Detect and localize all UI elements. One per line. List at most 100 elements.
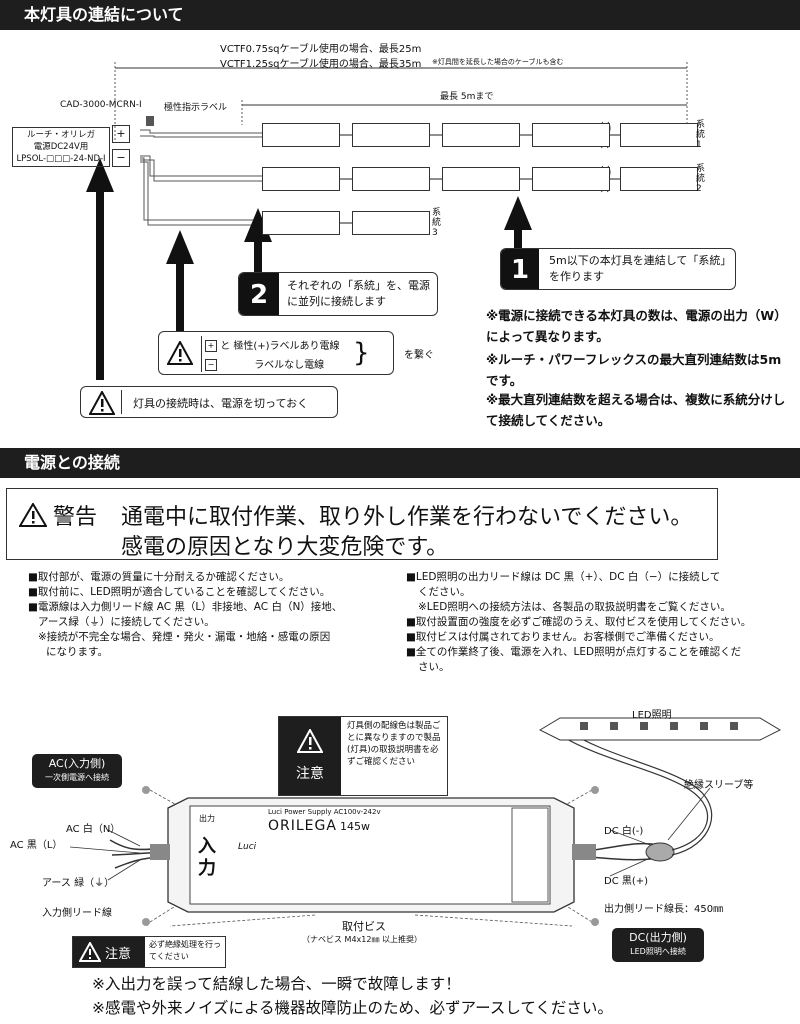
lamp-unit bbox=[352, 167, 430, 191]
divider bbox=[201, 336, 202, 372]
dc-black-label: DC 黒(+) bbox=[604, 876, 649, 887]
step-1-callout: 1 5m以下の本灯具を連結して「系統」を作ります bbox=[500, 248, 736, 290]
bullet-item: ■LED照明の出力リード線は DC 黒（+）、DC 白（−）に接続して bbox=[406, 571, 721, 583]
dc-output-title: DC(出力側) bbox=[629, 931, 687, 944]
insulate-title: 注意 bbox=[105, 947, 132, 962]
warning-triangle-icon bbox=[79, 942, 101, 962]
wire-connection-caution: + と 極性(+)ラベルあり電線 − ラベルなし電線 } bbox=[158, 331, 394, 375]
wire-line-1: + と 極性(+)ラベルあり電線 bbox=[205, 337, 340, 352]
note-1: ※電源に接続できる本灯具の数は、電源の出力（W）によって異なります。 bbox=[486, 308, 787, 344]
psu-voltage: 電源DC24V用 bbox=[33, 142, 89, 152]
psu-plus-terminal: + bbox=[112, 125, 130, 143]
lamp-unit bbox=[442, 167, 520, 191]
warning-triangle-icon bbox=[89, 391, 115, 415]
dc-output-badge: DC(出力側) LED照明へ接続 bbox=[612, 928, 704, 962]
bullet-item: ■取付ビスは付属されておりません。お客様側でご準備ください。 bbox=[406, 631, 720, 643]
note-3: ※最大直列連結数を超える場合は、複数に系統分けして接続してください。 bbox=[486, 392, 786, 428]
section-header-power: 電源との接続 bbox=[0, 448, 800, 478]
wire-line-1-text: と 極性(+)ラベルあり電線 bbox=[220, 341, 340, 352]
bullet-item: さい。 bbox=[418, 661, 450, 673]
lamp-unit bbox=[262, 123, 340, 147]
note-2: ※ルーチ・パワーフレックスの最大直列連結数は5mです。 bbox=[486, 352, 782, 388]
wire-color-caution: 注意 灯具側の配線色は製品ごとに異なりますので製品(灯具)の取扱説明書を必ずご確… bbox=[278, 716, 448, 796]
sleeve-label: 絶縁スリーブ等 bbox=[684, 780, 754, 791]
minus-label-icon: − bbox=[205, 359, 217, 371]
lamp-unit bbox=[620, 123, 698, 147]
wire-connect-text: を繋ぐ bbox=[404, 350, 434, 361]
footer-line-1: ※入出力を誤って結線した場合、一瞬で故障します！ bbox=[92, 975, 461, 993]
warning-box: 警告 通電中に取付作業、取り外し作業を行わないでください。 感電の原因となり大変… bbox=[6, 488, 718, 560]
polarity-label-tag bbox=[146, 116, 154, 126]
warning-line-1: 通電中に取付作業、取り外し作業を行わないでください。 bbox=[121, 505, 693, 530]
section-header-connection: 本灯具の連結について bbox=[0, 0, 800, 30]
psu-wiring-diagram bbox=[69, 717, 782, 927]
psu-brand: ORILEGA bbox=[268, 818, 337, 834]
ac-input-sub: 一次側電源へ接続 bbox=[45, 773, 109, 782]
output-lead-label: 出力側リード線長：450㎜ bbox=[604, 904, 724, 915]
bullet-item: ■取付設置面の強度を必ずご確認のうえ、取付ビスを使用してください。 bbox=[406, 616, 752, 628]
step-1-number: 1 bbox=[501, 249, 539, 289]
max-length-label: 最長 5mまで bbox=[440, 92, 494, 102]
caution-badge: 注意 bbox=[279, 717, 341, 795]
brace: } bbox=[353, 338, 370, 368]
bullet-item: ■取付部が、電源の質量に十分耐えるか確認ください。 bbox=[28, 571, 290, 583]
divider bbox=[121, 390, 122, 414]
cad-label: CAD-3000-MCRN-I bbox=[60, 100, 142, 110]
cable-spec-1: VCTF0.75sqケーブル使用の場合、最長25m bbox=[220, 44, 422, 55]
bullet-item: ■取付前に、LED照明が適合していることを確認してください。 bbox=[28, 586, 331, 598]
psu-name: ルーチ・オリレガ bbox=[26, 130, 95, 140]
warning-triangle-icon bbox=[297, 729, 323, 753]
step-2-callout: 2 それぞれの「系統」を、電源に並列に接続します bbox=[238, 272, 438, 316]
warning-label: 警告 bbox=[53, 505, 98, 530]
section-title: 本灯具の連結について bbox=[24, 5, 184, 24]
caution-text: 灯具側の配線色は製品ごとに異なりますので製品(灯具)の取扱説明書を必ずご確認くだ… bbox=[347, 721, 441, 767]
psu-header-text: Luci Power Supply AC100v-242v bbox=[268, 808, 381, 816]
polarity-label: 極性指示ラベル bbox=[164, 103, 228, 113]
step-2-text: それぞれの「系統」を、電源に並列に接続します bbox=[287, 279, 430, 308]
psu-luci-logo: Luci bbox=[238, 842, 257, 852]
lamp-unit bbox=[352, 123, 430, 147]
psu-watt: 145w bbox=[340, 820, 370, 833]
psu-minus-terminal: − bbox=[112, 149, 130, 167]
lamp-unit bbox=[532, 167, 610, 191]
ac-input-badge: AC(入力側) 一次側電源へ接続 bbox=[32, 754, 122, 788]
cable-spec-note: ※灯具間を延長した場合のケーブルも含む bbox=[432, 58, 564, 66]
psu-input-label: 入力 bbox=[198, 836, 216, 879]
bullets-left: ■取付部が、電源の質量に十分耐えるか確認ください。 ■取付前に、LED照明が適合… bbox=[28, 570, 398, 660]
ac-input-title: AC(入力側) bbox=[48, 757, 106, 770]
lamp-unit bbox=[620, 167, 698, 191]
system-2-label: 系統2 bbox=[696, 164, 706, 194]
cable-spec-2: VCTF1.25sqケーブル使用の場合、最長35m bbox=[220, 59, 422, 70]
dc-white-label: DC 白(-) bbox=[604, 826, 644, 837]
lamp-unit bbox=[532, 123, 610, 147]
wire-line-2: − ラベルなし電線 bbox=[205, 356, 324, 371]
system-1-label: 系統1 bbox=[696, 120, 706, 150]
footer-line-2: ※感電や外来ノイズによる機器故障防止のため、必ずアースしてください。 bbox=[92, 999, 613, 1017]
insulate-badge: 注意 bbox=[73, 937, 145, 967]
screw-sub-label: （ナベビス M4x12㎜ 以上推奨） bbox=[302, 935, 422, 944]
warning-triangle-icon bbox=[167, 341, 193, 365]
system-3-label: 系統3 bbox=[432, 208, 442, 238]
warning-triangle-icon bbox=[19, 503, 47, 527]
insulate-text: 必ず絶縁処理を行ってください bbox=[149, 940, 221, 961]
plus-label-icon: + bbox=[205, 340, 217, 352]
psu-model: LPSOL-□□□-24-ND-I bbox=[16, 154, 106, 164]
bullet-item: ください。 bbox=[418, 586, 471, 598]
bullet-item: ※接続が不完全な場合、発煙・発火・漏電・地絡・感電の原因 bbox=[38, 631, 331, 643]
caution-title: 注意 bbox=[296, 766, 324, 782]
bullets-right: ■LED照明の出力リード線は DC 黒（+）、DC 白（−）に接続して ください… bbox=[406, 570, 796, 675]
led-label: LED照明 bbox=[632, 710, 672, 721]
lamp-unit bbox=[442, 123, 520, 147]
power-off-text: 灯具の接続時は、電源を切っておく bbox=[133, 397, 309, 410]
screw-label: 取付ビス bbox=[342, 920, 386, 933]
psu-output-label: 出力 bbox=[199, 814, 215, 823]
step-1-text: 5m以下の本灯具を連結して「系統」を作ります bbox=[549, 254, 726, 283]
bullet-item: アース緑（⏚）に接続してください。 bbox=[38, 616, 215, 628]
step-2-number: 2 bbox=[239, 273, 279, 315]
lamp-unit bbox=[262, 167, 340, 191]
dc-output-sub: LED照明へ接続 bbox=[630, 947, 686, 956]
ac-black-label: AC 黒（L） bbox=[10, 840, 63, 851]
lamp-unit bbox=[262, 211, 340, 235]
wire-line-2-text: ラベルなし電線 bbox=[254, 360, 325, 371]
lamp-unit bbox=[352, 211, 430, 235]
